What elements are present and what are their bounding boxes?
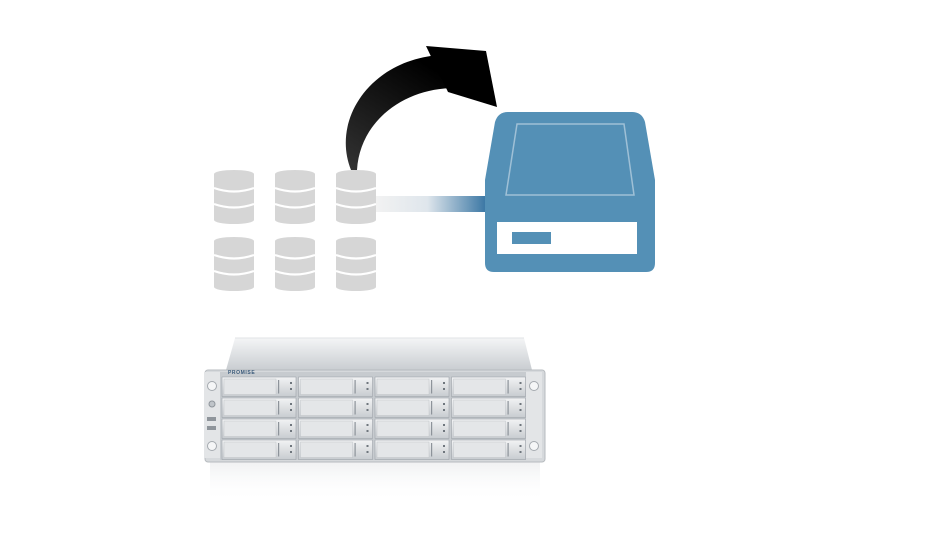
drive-bay — [374, 439, 450, 460]
drive-bay — [451, 376, 526, 397]
drive-bay — [221, 439, 297, 460]
database-stack-icon — [335, 237, 377, 291]
drive-bay — [221, 397, 297, 418]
drive-bay — [221, 418, 297, 439]
drive-bay — [451, 418, 526, 439]
drive-bay — [298, 418, 373, 439]
drive-bay — [374, 397, 450, 418]
transfer-bar-icon — [376, 196, 490, 212]
curved-arrow-icon — [345, 46, 497, 170]
drive-bay — [221, 376, 297, 397]
drive-bay — [298, 376, 373, 397]
drive-bay — [374, 418, 450, 439]
brand-label: PROMISE — [228, 370, 255, 376]
database-stack-icon — [335, 170, 377, 224]
drive-bay — [298, 397, 373, 418]
drive-bay — [451, 439, 526, 460]
database-stack-icon — [274, 170, 316, 224]
database-stack-icon — [213, 237, 255, 291]
hard-drive-icon — [485, 112, 655, 272]
drive-bay — [451, 397, 526, 418]
drive-bay — [298, 439, 373, 460]
rack-storage-icon: PROMISE — [204, 337, 546, 502]
drive-bay — [374, 376, 450, 397]
database-stack-icon — [274, 237, 316, 291]
source-disk-stacks — [213, 170, 377, 291]
database-stack-icon — [213, 170, 255, 224]
